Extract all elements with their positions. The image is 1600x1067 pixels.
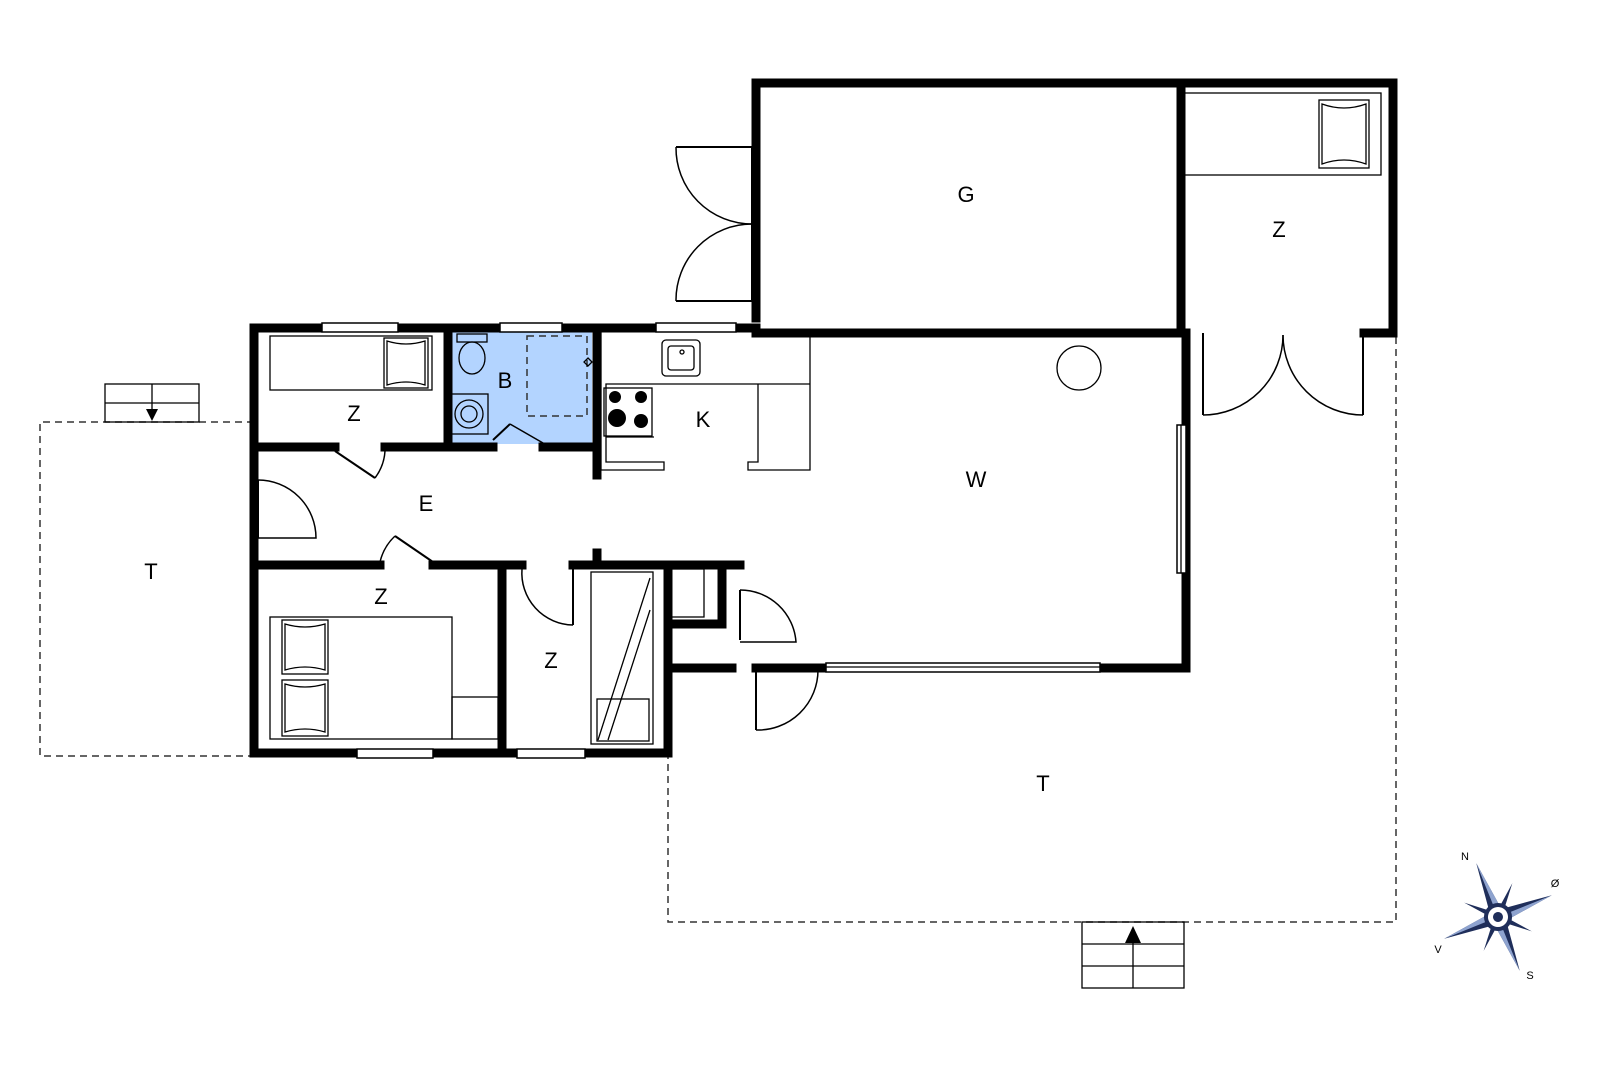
terrace-west-outline — [39, 421, 254, 757]
bathroom-floor — [448, 330, 592, 444]
furniture — [269, 92, 1382, 745]
room-label-bedroom-s: Z — [544, 648, 557, 673]
compass-south-label: S — [1526, 970, 1533, 982]
doors — [257, 146, 1364, 731]
windows — [321, 322, 1187, 759]
room-label-terrace-w: T — [144, 559, 157, 584]
room-label-kitchen: K — [696, 407, 711, 432]
entrance-steps-west — [104, 383, 200, 423]
room-label-bedroom-ne: Z — [1272, 217, 1285, 242]
room-label-bedroom-nw: Z — [347, 401, 360, 426]
exterior-walls — [249, 78, 1398, 758]
compass-west-label: V — [1434, 944, 1442, 956]
room-label-entrance: E — [419, 491, 434, 516]
room-label-terrace-s: T — [1036, 771, 1049, 796]
compass-east-label: Ø — [1551, 878, 1560, 890]
compass-rose — [1444, 863, 1552, 971]
room-label-bathroom: B — [498, 368, 513, 393]
compass-north-label: N — [1461, 851, 1469, 863]
entrance-steps-south — [1081, 921, 1185, 989]
terrace-south-outline — [667, 337, 1397, 923]
room-label-bedroom-sw: Z — [374, 584, 387, 609]
room-label-living: W — [966, 467, 987, 492]
room-label-garage: G — [957, 182, 974, 207]
